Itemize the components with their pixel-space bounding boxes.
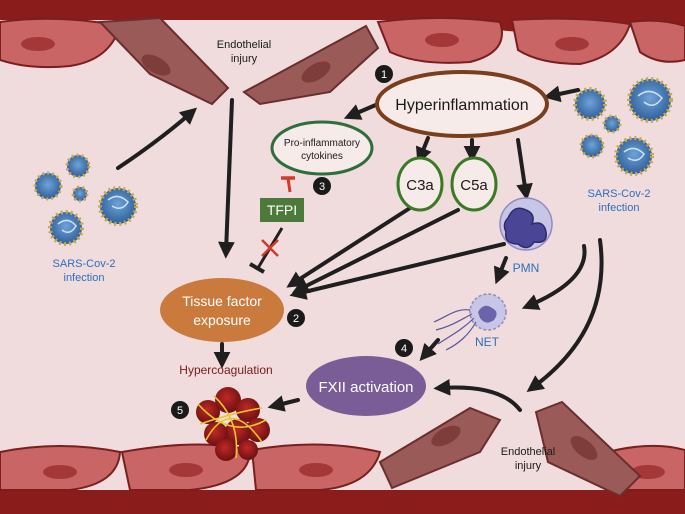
step-marker-4: 4	[395, 339, 413, 357]
endothelial-top-label-line1: Endothelial	[217, 39, 271, 51]
injured-endothelial-cell-top	[97, 16, 380, 106]
arrow-pmn-to-net	[493, 256, 510, 285]
pmn-label: PMN	[513, 261, 540, 275]
c3a-label: C3a	[406, 177, 434, 194]
arrow-c3a-to-tissue-factor	[286, 206, 412, 288]
arrow-net-to-fxii	[419, 338, 440, 362]
hyperinflammation-node: Hyperinflammation	[375, 70, 549, 138]
arrow-virus-to-hyper	[543, 85, 580, 103]
tissue-factor-label-line2: exposure	[193, 312, 251, 328]
arrow-fxii-to-clot	[267, 395, 300, 412]
arrow-hyper-to-cytokines	[343, 102, 380, 120]
step-1-label: 1	[381, 69, 387, 81]
vessel-wall-top	[0, 0, 685, 106]
virus-icon	[579, 133, 605, 159]
cytokines-inhibit-tfpi	[286, 177, 292, 193]
c5a-node: C5a	[450, 156, 498, 212]
sars-left-label-line2: infection	[64, 272, 105, 284]
hyperinflammation-label: Hyperinflammation	[395, 97, 528, 114]
step-marker-1: 1	[375, 65, 393, 83]
arrow-pmn-to-tissue-factor	[289, 242, 506, 300]
virus-icon	[98, 186, 138, 226]
step-4-label: 4	[401, 343, 407, 355]
sars-right-label-line2: infection	[599, 202, 640, 214]
arrow-virus-to-net	[521, 244, 587, 310]
arrow-virus-to-injury	[116, 107, 198, 170]
arrow-virus-to-endothelial-bottom	[526, 238, 604, 392]
c3a-node: C3a	[396, 156, 444, 212]
inhibition-lines	[249, 176, 295, 274]
cytokines-label-line1: Pro-inflammatory	[284, 138, 360, 149]
hypercoagulation-label: Hypercoagulation	[179, 363, 272, 377]
tissue-factor-node: Tissue factor exposure	[160, 278, 284, 342]
endothelial-bottom-label-line1: Endothelial	[501, 446, 555, 458]
fxii-node: FXII activation	[306, 356, 426, 416]
endothelial-top-label-line2: injury	[231, 53, 258, 65]
virus-cluster-right	[573, 77, 673, 176]
step-2-label: 2	[293, 313, 299, 325]
neutrophil-icon	[499, 197, 553, 251]
cytokines-node: Pro-inflammatory cytokines	[270, 120, 374, 176]
inhibition-bar	[249, 262, 265, 274]
step-marker-3: 3	[313, 177, 331, 195]
c5a-label: C5a	[460, 177, 488, 194]
virus-icon	[33, 171, 63, 201]
net-label: NET	[475, 335, 500, 349]
clot-icon	[196, 387, 270, 461]
virus-icon	[48, 210, 84, 246]
arrow-injury-to-tissue-factor	[218, 98, 235, 259]
virus-icon	[602, 114, 622, 134]
step-marker-5: 5	[171, 401, 189, 419]
step-3-label: 3	[319, 181, 325, 193]
tissue-factor-label-line1: Tissue factor	[182, 293, 262, 309]
virus-icon	[614, 136, 654, 176]
inhibition-cross-icon	[261, 239, 279, 257]
virus-icon	[627, 77, 673, 123]
endothelial-cell-icon	[0, 17, 122, 69]
fxii-label: FXII activation	[318, 379, 413, 396]
arrows	[116, 85, 604, 412]
arrow-endothelial-to-fxii	[433, 378, 522, 412]
tfpi-label: TFPI	[267, 202, 297, 218]
tfpi-node: TFPI	[260, 198, 304, 222]
vessel-wall-bottom	[0, 400, 685, 514]
arrow-hyper-to-pmn	[516, 138, 533, 201]
sars-left-label-line1: SARS-Cov-2	[53, 258, 116, 270]
virus-cluster-left	[33, 153, 138, 246]
arrow-c5a-to-tissue-factor	[291, 208, 460, 294]
virus-icon	[71, 185, 89, 203]
arrow-hyper-to-c3a	[415, 136, 432, 165]
virus-icon	[65, 153, 91, 179]
sars-right-label-line1: SARS-Cov-2	[588, 188, 651, 200]
net-icon	[433, 293, 507, 351]
step-5-label: 5	[177, 405, 183, 417]
step-marker-2: 2	[287, 309, 305, 327]
cytokines-label-line2: cytokines	[301, 151, 343, 162]
endothelial-bottom-label-line2: injury	[515, 460, 542, 472]
virus-icon	[573, 87, 607, 121]
injured-endothelial-cell-bottom	[378, 400, 642, 498]
